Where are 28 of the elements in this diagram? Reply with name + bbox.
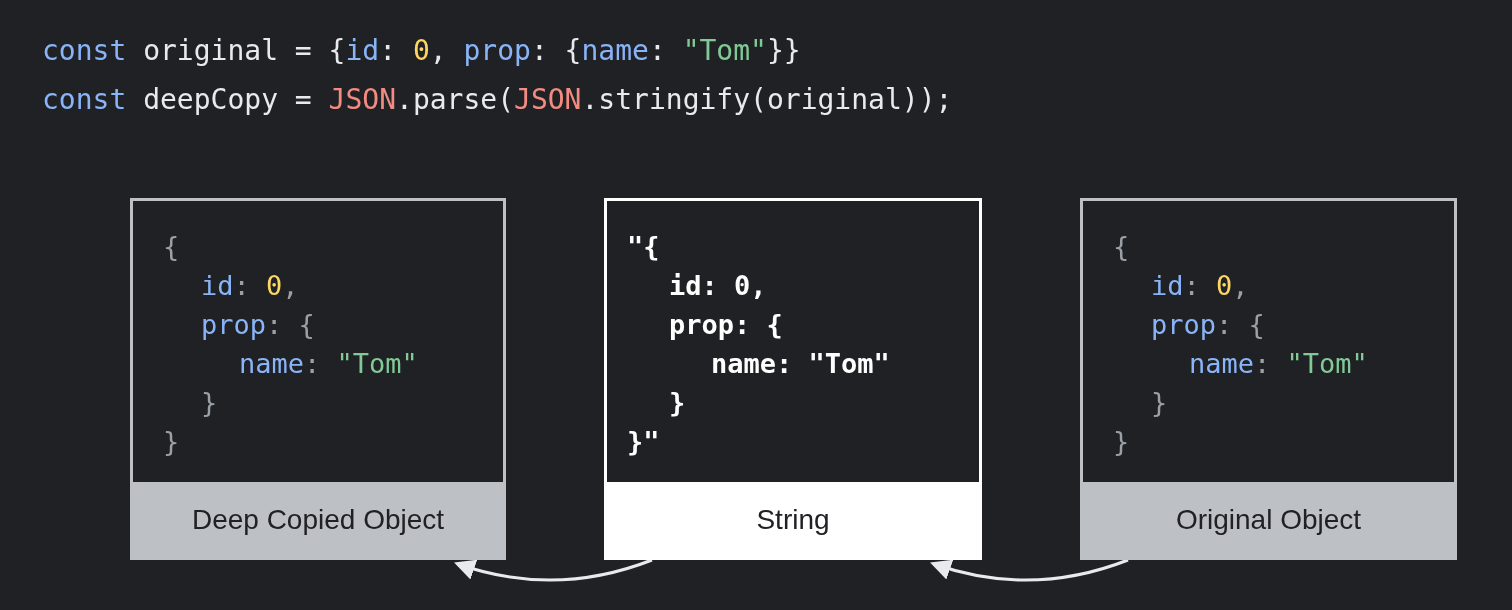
code-card [1080,198,1457,560]
code-text: id: 0, [1151,270,1249,301]
code-text: name: "Tom" [711,348,890,379]
code-text: } [1151,387,1168,418]
code-text: { [163,231,180,262]
node-label: Deep Copied Object [191,503,445,536]
code-text: prop: { [201,309,315,340]
code-card [604,198,982,560]
code-text: } [163,426,180,457]
code-text: id: 0, [201,270,299,301]
code-text: { [1113,231,1130,262]
curved-arrow [930,558,1129,582]
code-text: "{ [627,231,660,262]
code-text: } [669,387,686,418]
node-label: String [756,503,830,536]
code-text: } [1113,426,1130,457]
code-text: name: "Tom" [239,348,418,379]
code-text: }" [627,426,660,457]
curved-arrow [454,558,653,582]
node-label: Original Object [1175,503,1362,536]
code-text: } [201,387,218,418]
code-card [130,198,506,560]
code-line: const original = {id: 0, prop: {name: "Tom"}} [42,34,801,67]
code-text: prop: { [669,309,783,340]
code-text: name: "Tom" [1189,348,1368,379]
code-line: const deepCopy = JSON.parse(JSON.stringify(original)); [42,83,953,116]
code-text: id: 0, [669,270,767,301]
code-text: prop: { [1151,309,1265,340]
